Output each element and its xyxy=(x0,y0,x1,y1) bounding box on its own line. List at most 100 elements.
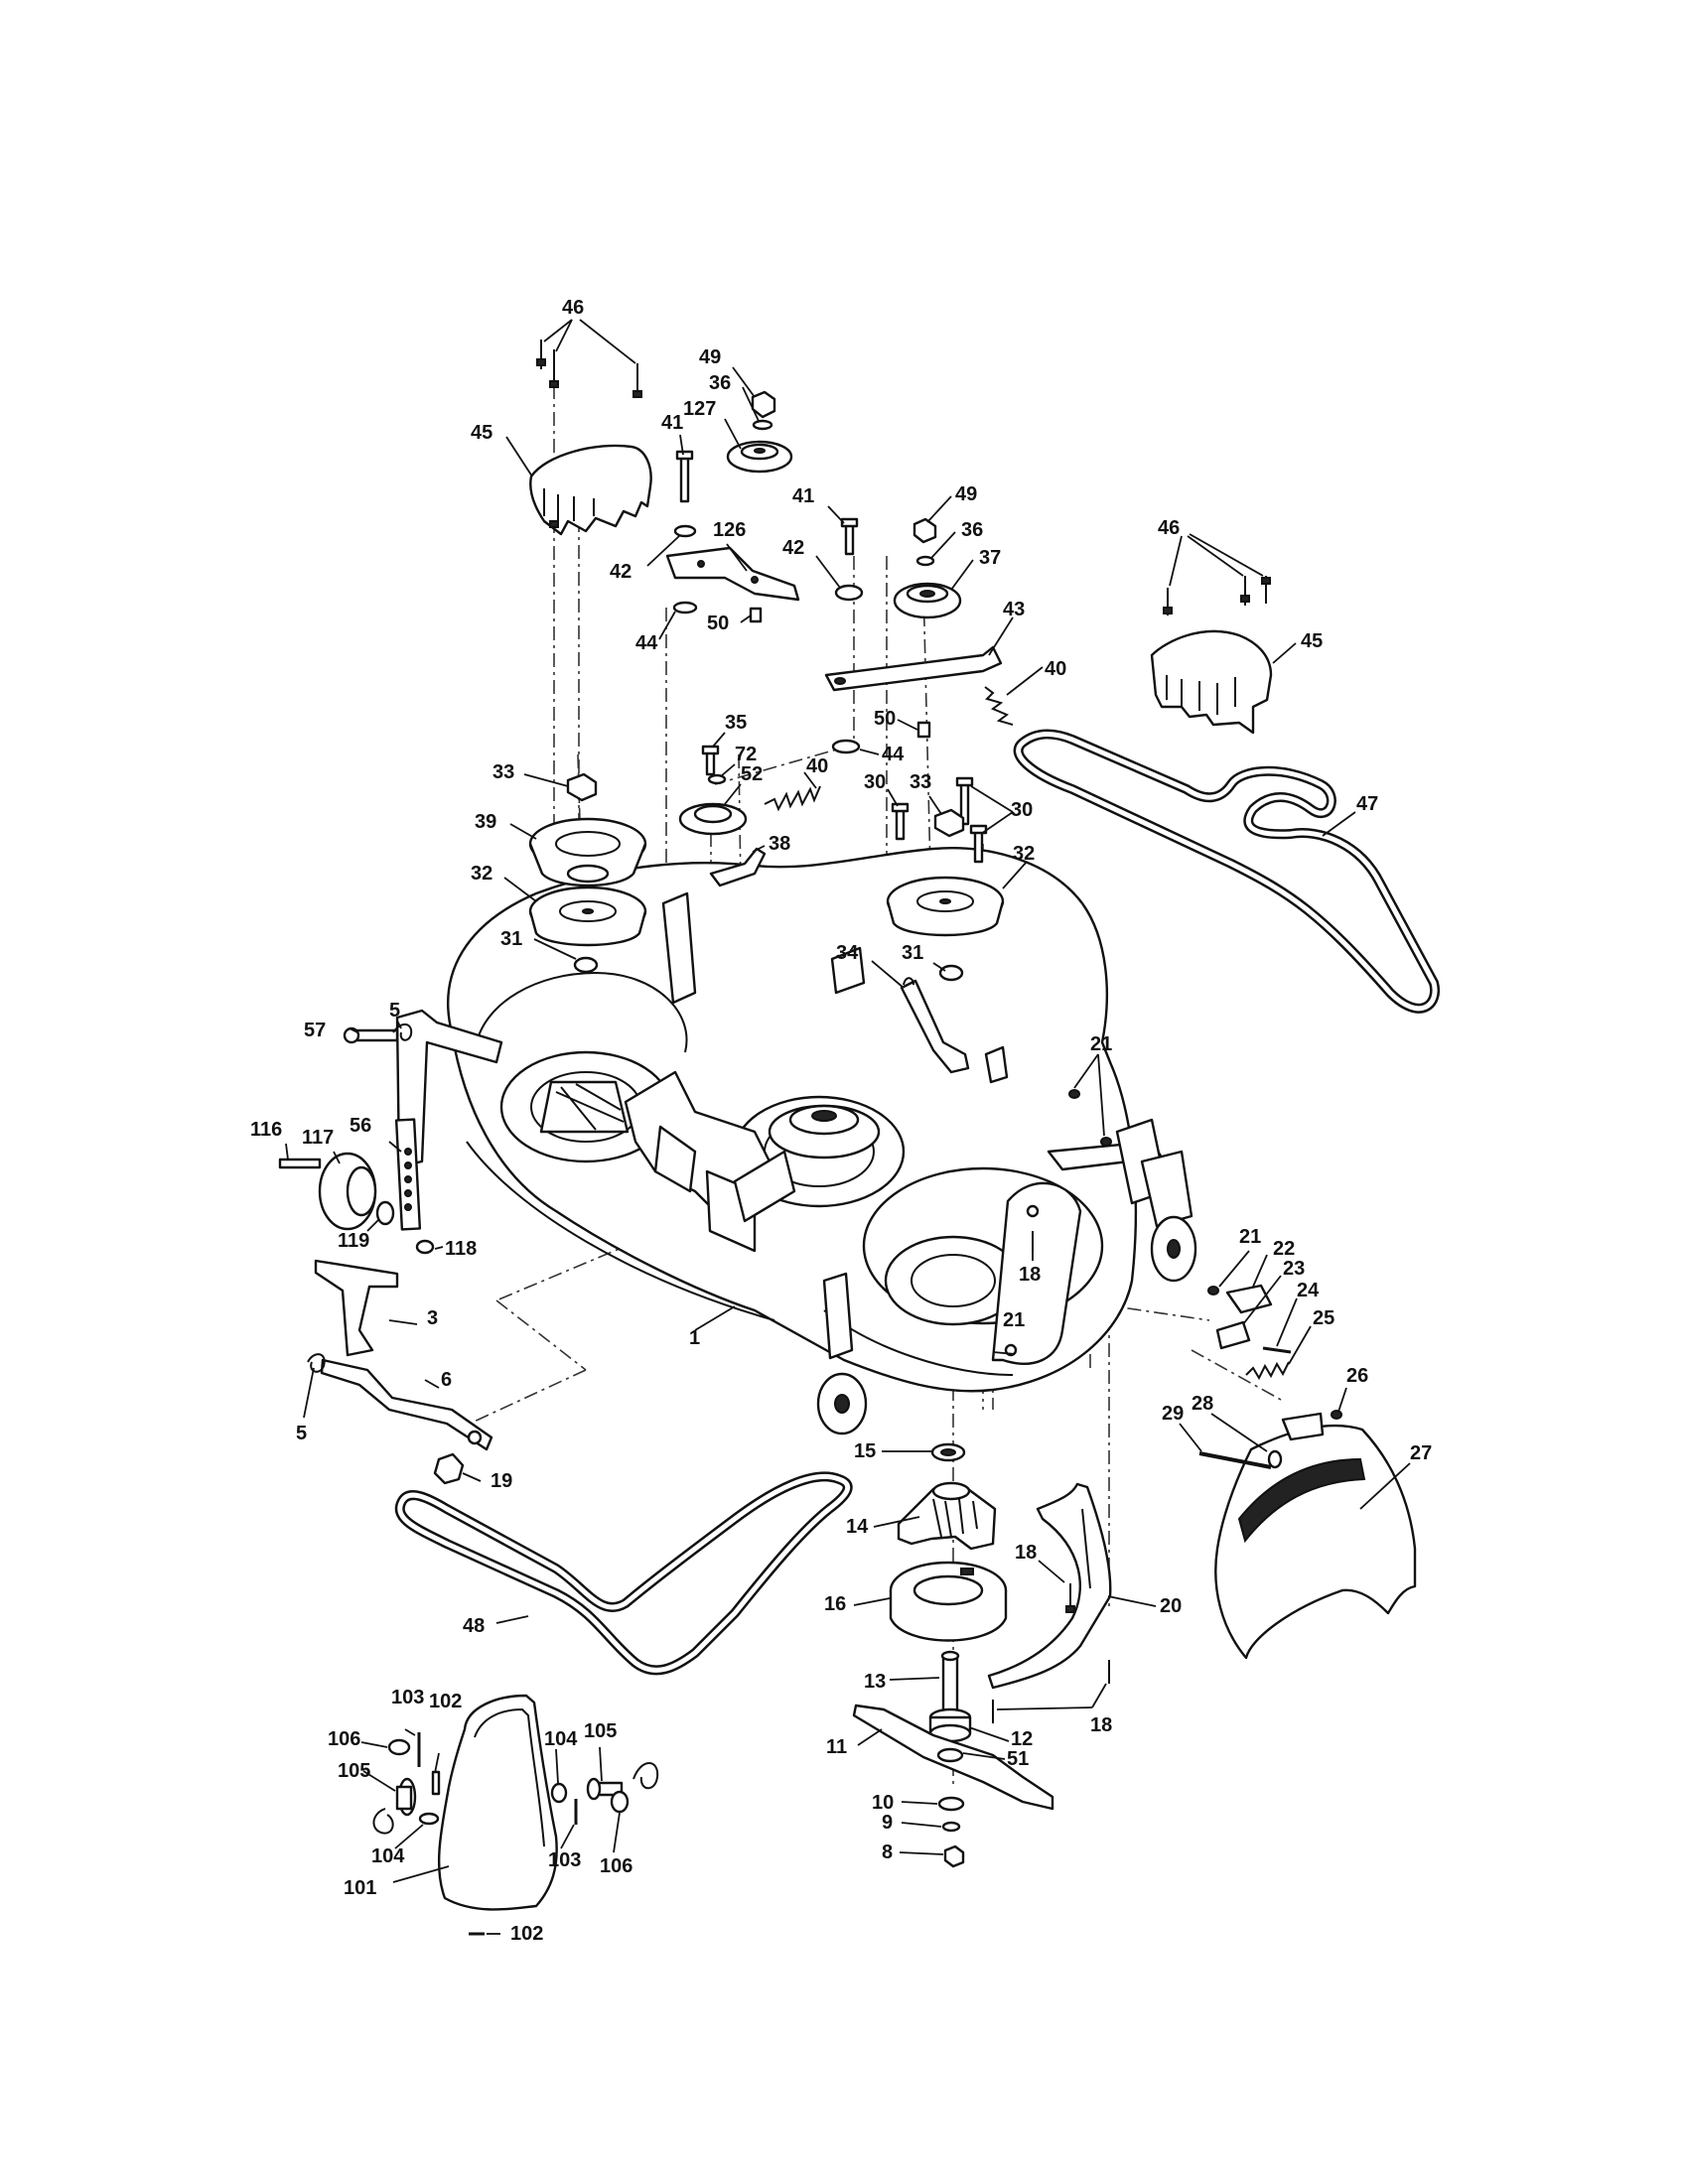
callout-32-right: 32 xyxy=(1013,843,1035,865)
idler-pulley-127 xyxy=(726,440,793,474)
gauge-wheel-assembly xyxy=(278,1118,435,1255)
callout-105-right: 105 xyxy=(584,1720,617,1742)
deck-right-tab xyxy=(984,1045,1009,1084)
callout-37: 37 xyxy=(979,547,1001,569)
callout-106-left: 106 xyxy=(328,1728,360,1750)
callout-18-deflector: 18 xyxy=(1015,1542,1037,1564)
bolt-50-right xyxy=(916,721,931,739)
callout-49-top: 49 xyxy=(699,346,721,368)
callout-49-right: 49 xyxy=(955,483,977,505)
callout-9: 9 xyxy=(882,1812,893,1834)
nut-8 xyxy=(943,1844,965,1868)
knob-105-right xyxy=(586,1777,624,1801)
washer-44-right xyxy=(831,739,861,754)
callout-27: 27 xyxy=(1410,1442,1432,1464)
washer-42-right xyxy=(834,584,864,602)
callout-25: 25 xyxy=(1313,1307,1334,1329)
bolt-41-left xyxy=(675,450,694,503)
spindle-housing-14 xyxy=(897,1481,997,1551)
callout-30-a: 30 xyxy=(864,771,886,793)
washer-42-left xyxy=(673,524,697,538)
callout-23: 23 xyxy=(1283,1258,1305,1280)
idler-arm-43 xyxy=(824,645,1003,692)
callout-45-right: 45 xyxy=(1301,630,1323,652)
pulley-nut-33-right xyxy=(933,808,965,838)
callout-105-left: 105 xyxy=(338,1760,370,1782)
belt-cover-left xyxy=(529,444,652,536)
idler-arm-38 xyxy=(709,847,767,887)
callout-104-right: 104 xyxy=(544,1728,578,1750)
callout-42-right: 42 xyxy=(782,537,804,559)
hinge-bracket-22 xyxy=(1225,1284,1273,1314)
callout-41-right: 41 xyxy=(792,485,814,507)
nut-49-right xyxy=(912,517,937,544)
deck-pulley-center xyxy=(768,1104,881,1160)
bolt-102-top xyxy=(431,1770,441,1796)
callout-104-left: 104 xyxy=(371,1845,405,1867)
callout-5-top: 5 xyxy=(389,1000,400,1022)
callout-36-right: 36 xyxy=(961,519,983,541)
callout-5-bottom: 5 xyxy=(296,1423,307,1444)
washer-106-left xyxy=(387,1738,411,1756)
spacer-31-right xyxy=(938,964,964,982)
callout-21-bottom: 21 xyxy=(1003,1309,1025,1331)
screw-18-bottom xyxy=(992,1660,1110,1723)
callout-36-top: 36 xyxy=(709,372,731,394)
callout-labels: 46 45 49 36 127 41 126 42 44 50 41 49 36… xyxy=(250,297,1432,1945)
deck-spindle-left xyxy=(539,1080,630,1134)
idler-pulley-37 xyxy=(893,582,962,619)
spacer-31-left xyxy=(573,956,599,974)
callout-42-left: 42 xyxy=(610,561,632,583)
washer-104-right xyxy=(550,1782,568,1804)
callout-18-bracket: 18 xyxy=(1019,1264,1041,1286)
callout-41-left: 41 xyxy=(661,412,683,434)
callout-57: 57 xyxy=(304,1020,326,1041)
callout-22: 22 xyxy=(1273,1238,1295,1260)
callout-18-bottom: 18 xyxy=(1090,1714,1112,1736)
pulley-32-right xyxy=(886,876,1005,937)
callout-31-left: 31 xyxy=(500,928,522,950)
washer-104-left xyxy=(418,1812,440,1826)
screw-26 xyxy=(1331,1410,1342,1420)
callout-40-center: 40 xyxy=(806,755,828,777)
callout-103-left: 103 xyxy=(391,1687,424,1708)
spindle-ring-16 xyxy=(889,1561,1008,1642)
right-lift-bracket xyxy=(991,1181,1082,1365)
callout-56: 56 xyxy=(350,1115,371,1137)
callout-15: 15 xyxy=(854,1440,876,1462)
callout-34: 34 xyxy=(836,942,859,964)
discharge-chute-27 xyxy=(1214,1412,1417,1660)
spring-clip-left xyxy=(372,1808,394,1835)
callout-52: 52 xyxy=(741,763,763,785)
belt-cover-right xyxy=(1150,629,1273,735)
callout-50-top: 50 xyxy=(707,613,729,634)
callout-38: 38 xyxy=(769,833,790,855)
bolt-30-b xyxy=(955,776,974,826)
pulley-32-left xyxy=(528,886,647,947)
deck-center-tab xyxy=(830,946,866,995)
belt-48 xyxy=(394,1471,853,1676)
screw-18-left xyxy=(1065,1583,1075,1613)
callout-126: 126 xyxy=(713,519,746,541)
deck-bracket xyxy=(624,1070,796,1253)
rivet-21-top xyxy=(1068,1089,1112,1147)
front-link-bar xyxy=(307,1353,493,1451)
rod-29 xyxy=(1198,1451,1272,1469)
blade-11 xyxy=(852,1704,1054,1811)
callout-30-b: 30 xyxy=(1011,799,1033,821)
leader-lines xyxy=(285,319,1411,1935)
callout-32-left: 32 xyxy=(471,863,492,885)
callout-1: 1 xyxy=(689,1327,700,1349)
bolt-35 xyxy=(701,745,720,776)
callout-8: 8 xyxy=(882,1842,893,1863)
callout-24: 24 xyxy=(1297,1280,1320,1301)
nut-21-chute xyxy=(1207,1286,1219,1296)
idler-bracket-126 xyxy=(665,546,800,602)
bolt-50-top xyxy=(749,607,763,623)
washer-36-top xyxy=(752,419,773,431)
belt-47 xyxy=(1013,729,1441,1014)
screws-46-left xyxy=(536,340,642,398)
callout-20: 20 xyxy=(1160,1595,1182,1617)
spring-25 xyxy=(1245,1361,1290,1381)
callout-14: 14 xyxy=(846,1516,869,1538)
